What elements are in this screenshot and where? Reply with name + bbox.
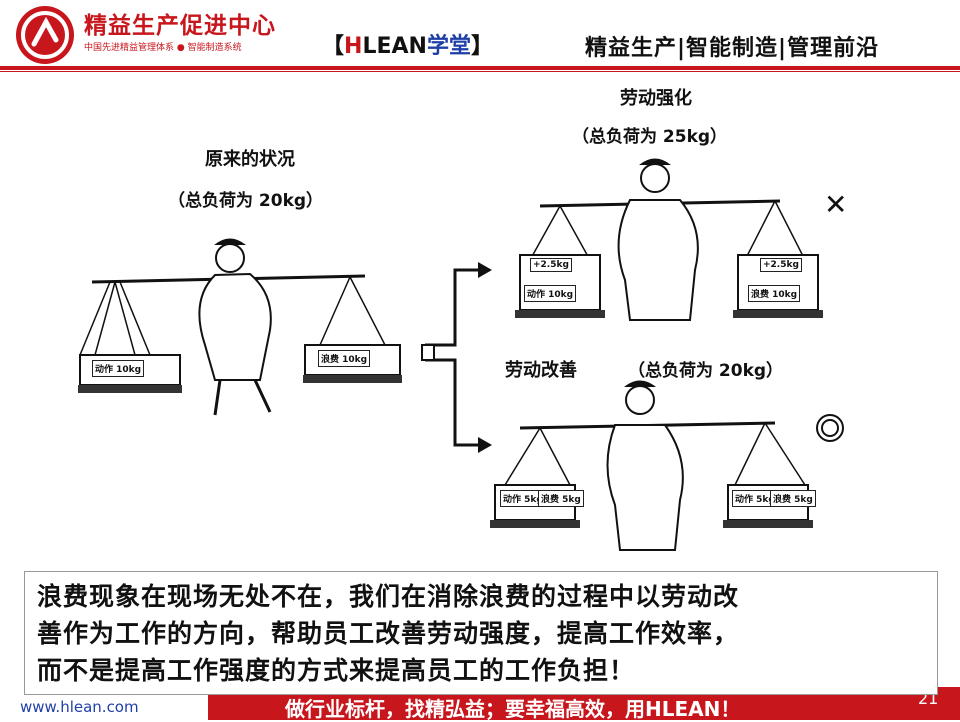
header-right-title: 精益生产|智能制造|管理前沿 — [585, 36, 880, 61]
bracket-open: 【 — [322, 34, 345, 59]
title-lean: LEAN — [362, 34, 427, 59]
logo-mark-icon — [21, 11, 69, 59]
brand-logo — [16, 6, 74, 64]
intensify-right-box: 浪费 10kg — [748, 285, 801, 302]
intensify-left-top: +2.5kg — [530, 258, 572, 272]
footer-url[interactable]: www.hlean.com — [20, 698, 139, 716]
improve-box-2: 浪费 5kg — [538, 490, 584, 507]
header-divider — [0, 66, 960, 70]
intensify-left-box: 动作 10kg — [524, 285, 577, 302]
cross-mark-icon: ✕ — [824, 188, 848, 221]
title-h: H — [344, 34, 363, 59]
improve-title: 劳动改善 — [505, 360, 577, 381]
intensify-right-top: +2.5kg — [760, 258, 802, 272]
brand-subtitle: 中国先进精益管理体系 ● 智能制造系统 — [84, 43, 242, 53]
improve-load: （总负荷为 20kg） — [628, 361, 784, 381]
intensify-load: （总负荷为 25kg） — [572, 127, 728, 147]
intensify-title: 劳动强化 — [620, 88, 692, 109]
original-left-box: 动作 10kg — [92, 360, 145, 377]
footer-slogan: 做行业标杆，找精弘益；要幸福高效，用HLEAN！ — [285, 697, 741, 721]
improve-box-3: 动作 5kg — [732, 490, 778, 507]
caption-box: 浪费现象在现场无处不在，我们在消除浪费的过程中以劳动改 善作为工作的方向，帮助员… — [24, 571, 938, 695]
original-right-box: 浪费 10kg — [318, 350, 371, 367]
caption-line-3: 而不是提高工作强度的方式来提高员工的工作负担！ — [37, 656, 636, 685]
improve-box-4: 浪费 5kg — [770, 490, 816, 507]
caption-line-1: 浪费现象在现场无处不在，我们在消除浪费的过程中以劳动改 — [37, 582, 740, 611]
improve-box-1: 动作 5kg — [500, 490, 546, 507]
title-cn: 学堂 — [426, 34, 471, 59]
bracket-close: 】 — [470, 34, 493, 59]
header-divider-thin — [0, 71, 960, 72]
slide-header: 精益生产促进中心 中国先进精益管理体系 ● 智能制造系统 【HLEAN学堂】 精… — [0, 0, 960, 72]
caption-line-2: 善作为工作的方向，帮助员工改善劳动强度，提高工作效率， — [37, 619, 740, 648]
brand-name: 精益生产促进中心 — [84, 13, 276, 39]
center-title: 【HLEAN学堂】 — [322, 28, 493, 60]
original-title: 原来的状况 — [205, 149, 295, 170]
original-load: （总负荷为 20kg） — [168, 191, 324, 211]
